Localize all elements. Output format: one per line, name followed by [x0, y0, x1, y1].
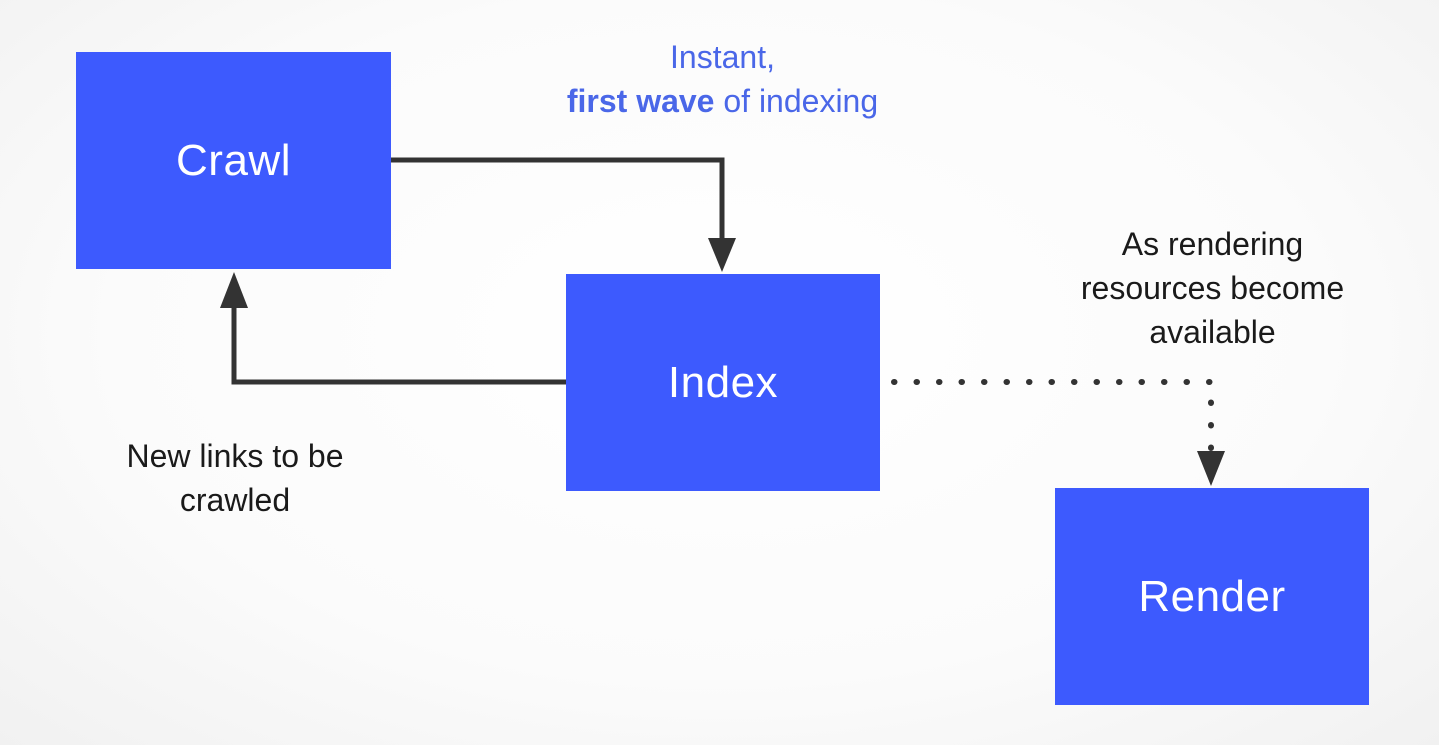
index-node: Index — [566, 274, 880, 491]
crawl-node-label: Crawl — [176, 135, 291, 185]
new-links-line-1: New links to be — [126, 438, 344, 474]
first-wave-emphasis: first wave — [566, 83, 715, 119]
rendering-line-2: resources become — [1080, 270, 1345, 306]
edge-crawl-to-index — [391, 157, 725, 242]
first-wave-annotation: Instant, first wave of indexing — [520, 35, 925, 123]
first-wave-rest: of indexing — [714, 83, 879, 119]
rendering-line-1: As rendering — [1121, 226, 1304, 262]
edge-index-to-render — [891, 379, 1214, 455]
rendering-resources-annotation: As rendering resources become available — [1040, 222, 1385, 354]
render-node: Render — [1055, 488, 1369, 705]
rendering-line-3: available — [1149, 314, 1276, 350]
index-node-label: Index — [667, 357, 779, 407]
render-node-label: Render — [1138, 571, 1286, 621]
arrowhead-index-to-render — [1197, 451, 1225, 486]
new-links-annotation: New links to be crawled — [80, 434, 390, 522]
arrowhead-crawl-to-index — [708, 238, 736, 272]
crawl-node: Crawl — [76, 52, 391, 269]
new-links-line-2: crawled — [179, 482, 291, 518]
edge-index-to-crawl — [231, 305, 566, 385]
first-wave-line-1: Instant, — [670, 39, 775, 75]
first-wave-line-2: first wave of indexing — [520, 79, 925, 123]
arrowhead-index-to-crawl — [220, 272, 248, 308]
